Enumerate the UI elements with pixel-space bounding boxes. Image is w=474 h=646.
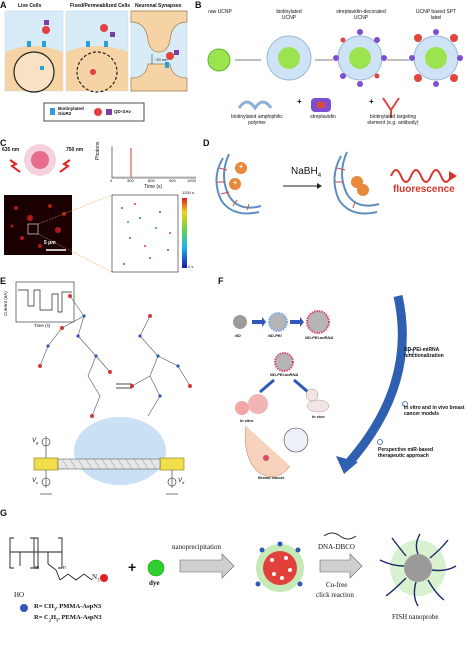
panel-d-drawing (215, 151, 457, 215)
label-streptavidin: streptavidin (310, 114, 336, 120)
step-nd-pei: ND-PEI (268, 333, 282, 338)
panel-label: C (0, 138, 7, 148)
r2-mid: H (50, 614, 57, 621)
vd-sub: d (182, 480, 185, 486)
step-dna-dbco: DNA-DBCO (318, 543, 355, 551)
plus-sign: + (297, 97, 302, 106)
invitro-label: In vitro (240, 418, 254, 423)
final-probe-label: FISH nanoprobe (392, 613, 439, 621)
panel-label: E (0, 276, 7, 286)
excitation-label: 635 nm (2, 147, 20, 153)
xtick-600: 600 (148, 178, 155, 183)
xtick-900: 900 (169, 178, 176, 183)
label-polymer: biotinylated amphiphilic polymer (231, 114, 283, 126)
reagent-sub: 4 (317, 173, 322, 179)
panel-a: A Live Cells Fix (0, 0, 190, 133)
invivo-label: In vivo (312, 414, 325, 419)
r1-name: , PMMA-AspN3 (56, 603, 102, 610)
center-label: ND-PEI-miRNA (270, 372, 299, 377)
cancer-label: Breast cancer (258, 475, 285, 480)
r2-name: , PEMA-AspN3 (58, 614, 102, 621)
r2-main: R= C (34, 614, 49, 621)
current-ylabel: Current (nA) (3, 291, 8, 316)
panel-a-drawing (4, 10, 188, 122)
panel-c: C (0, 138, 200, 276)
step-nanoprecipitation: nanoprecipitation (172, 543, 221, 551)
label-spt: UCNP based SPT label (415, 9, 457, 21)
legend-glur2: Biotinylated GluR2 (58, 106, 84, 116)
xtick-1200: 1200 (187, 178, 196, 183)
panel-b-drawing (207, 29, 463, 118)
note-functionalization: ND-PEI-miRNA functionalization (404, 347, 444, 359)
r2-sub2: 5 (56, 617, 59, 623)
label-streptavidin-decorated: streptavidin-decorated UCNP (336, 9, 386, 21)
tile-title-synapse: Neuronal Synapses (135, 3, 182, 9)
trace-ylabel: Photons (95, 141, 101, 160)
vd-label: Vd (178, 478, 184, 486)
reagent-main: NaBH (291, 166, 318, 177)
panel-f-drawing (233, 295, 414, 478)
panel-g-drawing (9, 532, 457, 612)
r-ch3-label: R= CH3, PMMA-AspN3 (34, 603, 101, 612)
colorbar-bottom: 0 s (188, 264, 194, 269)
r1-sub: 3 (53, 606, 57, 612)
label-raw: raw UCNP (208, 9, 232, 15)
panel-b: B raw UCNP biotinylated UCNP streptavidi… (195, 0, 474, 133)
current-xlabel: Time (s) (34, 323, 51, 328)
ho-label: HO (14, 591, 25, 599)
emission-label: 750 nm (66, 147, 84, 153)
azide-main: N (92, 573, 98, 581)
vs-sub: s (36, 480, 39, 486)
panel-c-drawing (4, 144, 196, 273)
dye-label: dye (149, 579, 160, 587)
scalebar-label: 5 μm (44, 240, 56, 246)
vg-label: Vg (32, 438, 38, 446)
label-targeting: biotinylated targeting element (e.g. ant… (367, 114, 419, 126)
subscript-m: m (35, 565, 40, 571)
step-click: click reaction (316, 591, 354, 599)
plus-sign: + (369, 97, 374, 106)
panel-e: E (0, 276, 210, 501)
vg-main: V (32, 438, 37, 444)
note-models: In vitro and in vivo breast cancer model… (404, 405, 465, 417)
plus-sign: + (239, 164, 244, 171)
vs-label: Vs (32, 478, 38, 486)
xtick-300: 300 (127, 178, 134, 183)
trace-xlabel: Time (s) (144, 184, 163, 190)
panel-f: F ND ND-PEI ND-PEI-miRNA ND-PEI-miRNA In… (218, 276, 474, 501)
azide-label: N3 (92, 573, 100, 584)
panel-label: A (0, 0, 7, 10)
vg-sub: g (36, 440, 39, 446)
r1-main: R= CH (34, 603, 54, 610)
panel-e-drawing (15, 281, 192, 495)
tile-title-fixed: Fixed/Permeablized Cells (70, 3, 131, 9)
r-c2h5-label: R= C2H5, PEMA-AspN3 (34, 614, 102, 623)
vd-main: V (178, 478, 183, 484)
panel-label: G (0, 508, 8, 518)
reagent-label: NaBH4 (291, 166, 321, 180)
colorbar-top: 1200 s (182, 190, 195, 195)
panel-label: F (218, 276, 224, 286)
plus-sign: + (128, 559, 137, 575)
tile-title-live: Live Cells (18, 3, 42, 9)
fluorescence-word: fluorescence (393, 184, 455, 195)
step-cu-free: Cu-free (326, 581, 348, 589)
step-nd-pei-mirna: ND-PEI-miRNA (305, 335, 334, 340)
vs-main: V (32, 478, 37, 484)
panel-d: D NaBH4 + + fluorescence (203, 138, 474, 238)
azide-sub: 3 (97, 578, 100, 584)
r2-sub1: 2 (48, 617, 51, 623)
subscript-n: n (63, 565, 66, 571)
panel-label: B (195, 0, 202, 10)
legend-qd: QD-SAv (114, 109, 131, 114)
panel-g: G (0, 508, 474, 646)
xtick-0: 0 (110, 178, 113, 183)
step-nd: ND (235, 333, 241, 338)
panel-label: D (203, 138, 210, 148)
note-therapy: Perspective miR-based therapeutic approa… (378, 447, 434, 459)
scale-label: ~20 nm (154, 57, 168, 62)
plus-sign: + (233, 180, 238, 187)
label-biotinylated: biotinylated UCNP (276, 9, 302, 21)
